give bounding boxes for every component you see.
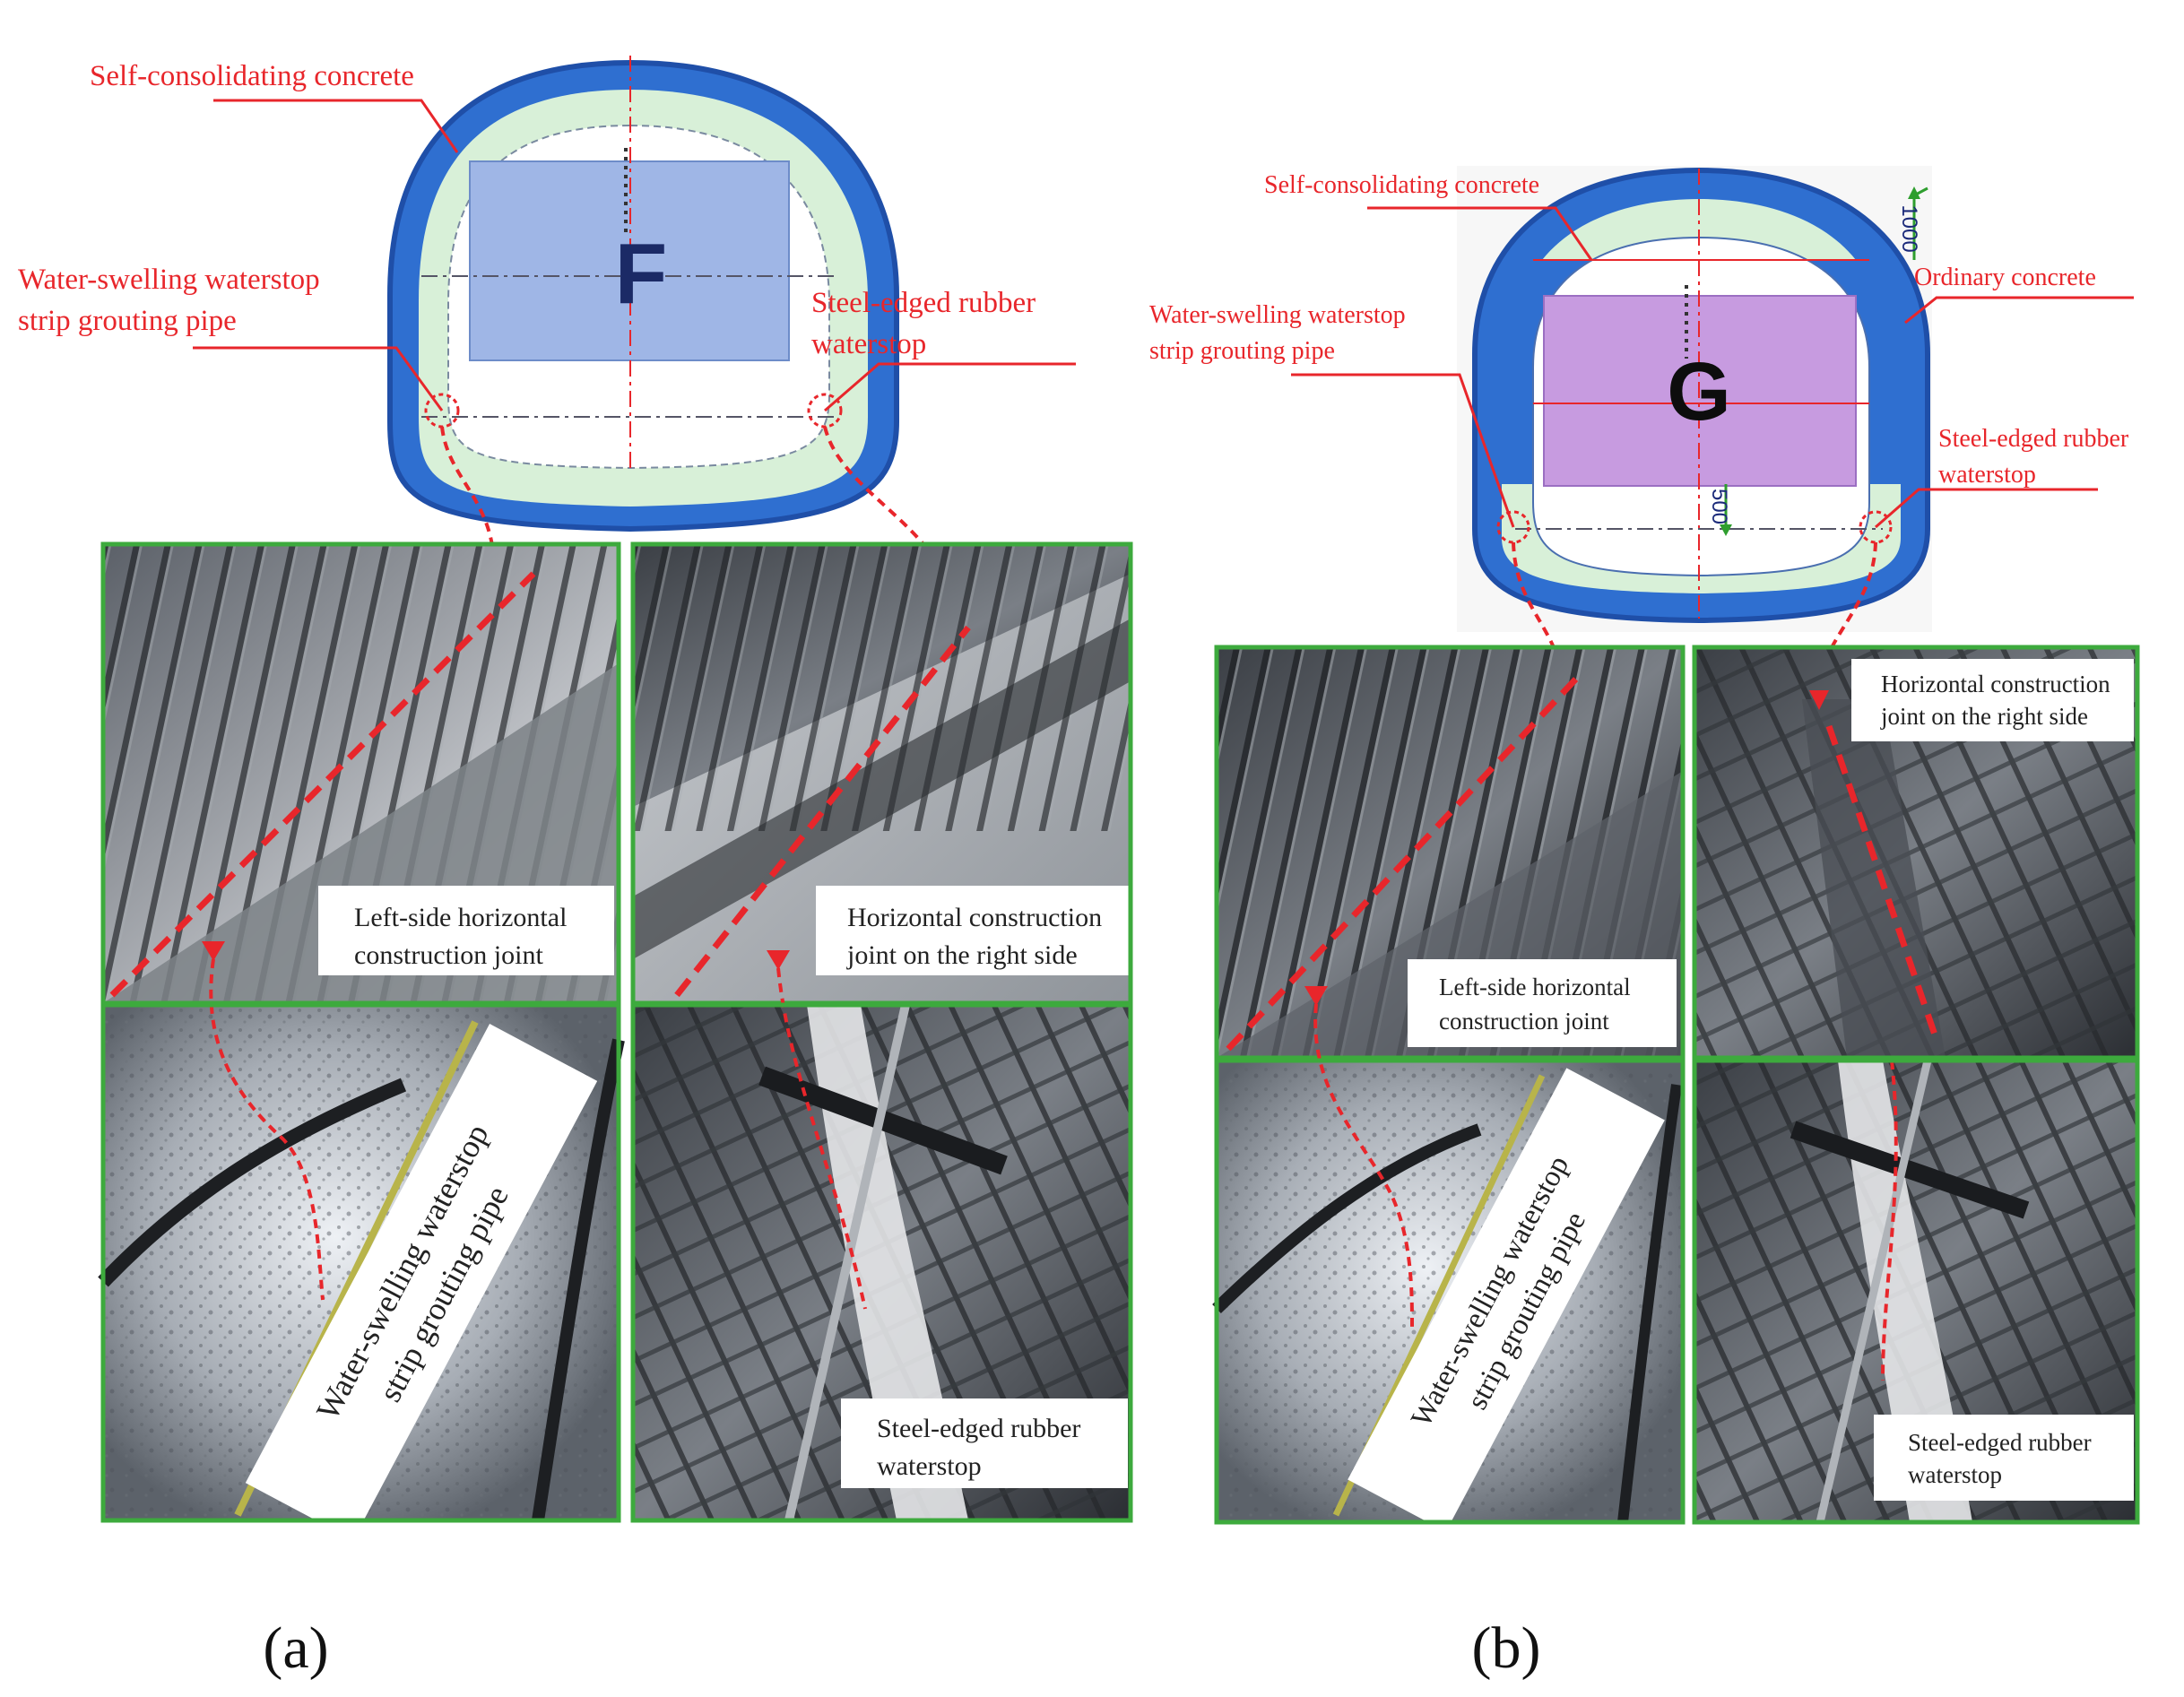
panel-b-callout-right xyxy=(1814,541,1877,700)
panel-a-photo-tr-label-1: Horizontal construction xyxy=(847,903,1102,932)
panel-b-label-steel-edged-2: waterstop xyxy=(1938,461,2036,489)
panel-b-leader-steel-edged xyxy=(1875,488,2098,529)
panel-b-section: G 1000 500 xyxy=(1457,166,1932,632)
panel-b-photo-br-label-1: Steel-edged rubber xyxy=(1908,1429,2092,1456)
panel-b-label-water-swelling-2: strip grouting pipe xyxy=(1149,337,1335,365)
panel-b-label-ordinary: Ordinary concrete xyxy=(1914,264,2096,291)
panel-a-photo-bottom-left: Water-swelling waterstop strip grouting … xyxy=(98,941,625,1540)
panel-a-caption: (a) xyxy=(263,1615,328,1681)
panel-b-leader-ordinary xyxy=(1904,296,2134,325)
panel-b-caption: (b) xyxy=(1472,1615,1541,1681)
panel-a-joint-line-left xyxy=(109,571,536,998)
panel-b-photo-tr-label-1: Horizontal construction xyxy=(1881,671,2110,697)
panel-a-label-water-swelling-2: strip grouting pipe xyxy=(18,305,237,337)
panel-a-label-steel-edged-2: waterstop xyxy=(811,328,926,360)
panel-b-photo-grid: Left-side horizontal construction joint … xyxy=(1212,645,2140,1532)
panel-b-dim-bottom: 500 xyxy=(1707,489,1731,524)
panel-a-photo-br-label-1: Steel-edged rubber xyxy=(877,1414,1080,1443)
panel-b-callout-pipe xyxy=(1313,1003,1414,1328)
panel-b-joint-line-left xyxy=(1226,674,1581,1052)
panel-b-leader-water-swelling xyxy=(1291,373,1515,528)
panel-b-photo-top-left: Left-side horizontal construction joint xyxy=(1214,645,1686,1061)
panel-b-leader-scc xyxy=(1367,206,1593,261)
panel-a-photo-tr-label-2: joint on the right side xyxy=(846,940,1078,970)
panel-a-leader-water-swelling xyxy=(193,346,444,411)
panel-a-label-steel-edged-1: Steel-edged rubber xyxy=(811,287,1036,319)
panel-b-photo-br-label-2: waterstop xyxy=(1908,1461,2002,1488)
panel-a-leader-scc xyxy=(213,99,459,153)
panel-a-photo-bottom-right: Steel-edged rubber waterstop xyxy=(630,950,1133,1523)
panel-a-annotations: Self-consolidating concrete Water-swelli… xyxy=(18,60,1076,642)
panel-b-right-joint-marker xyxy=(1859,510,1893,544)
panel-b-callout-waterstop xyxy=(1881,1060,1898,1381)
panel-b-photo-tl-label-2: construction joint xyxy=(1439,1008,1609,1035)
panel-a-section: F xyxy=(387,56,899,532)
panel-b-section-letter: G xyxy=(1667,346,1731,437)
panel-a-photo-tl-label-1: Left-side horizontal xyxy=(354,903,567,932)
panel-b-photo-top-right: Horizontal construction joint on the rig… xyxy=(1692,645,2140,1061)
panel-b-dim-top: 1000 xyxy=(1897,204,1921,252)
panel-a-leader-steel-edged xyxy=(824,362,1076,412)
panel-b-photo-tr-label-2: joint on the right side xyxy=(1880,703,2088,730)
panel-b-label-steel-edged-1: Steel-edged rubber xyxy=(1938,425,2129,453)
panel-b-photo-bottom-right: Steel-edged rubber waterstop xyxy=(1692,1058,2140,1525)
panel-a-label-water-swelling-1: Water-swelling waterstop xyxy=(18,264,320,296)
panel-b-photo-tl-label-1: Left-side horizontal xyxy=(1439,974,1631,1000)
panel-a-photo-br-label-2: waterstop xyxy=(877,1451,982,1481)
panel-b-label-water-swelling-1: Water-swelling waterstop xyxy=(1149,301,1406,329)
panel-a-section-letter: F xyxy=(615,226,668,322)
panel-b-callout-left xyxy=(1512,541,1566,691)
panel-a-photo-top-right: Horizontal construction joint on the rig… xyxy=(630,541,1133,1006)
panel-b-left-joint-marker xyxy=(1496,510,1530,544)
panel-b-joint-line-right xyxy=(1825,724,1940,1042)
panel-b-annotations: Self-consolidating concrete Ordinary con… xyxy=(1149,171,2134,700)
panel-a-callout-pipe xyxy=(209,958,325,1301)
panel-a-photo-grid: Left-side horizontal construction joint … xyxy=(98,541,1133,1540)
panel-a-label-scc: Self-consolidating concrete xyxy=(90,60,414,92)
panel-b-label-scc: Self-consolidating concrete xyxy=(1264,171,1539,199)
panel-a-callout-waterstop xyxy=(776,967,867,1310)
panel-b-photo-bottom-left: Water-swelling waterstop strip grouting … xyxy=(1212,986,1686,1532)
panel-a-joint-line-right xyxy=(674,625,971,998)
panel-a-photo-tl-label-2: construction joint xyxy=(354,940,543,970)
panel-a-photo-top-left: Left-side horizontal construction joint xyxy=(100,541,621,1006)
